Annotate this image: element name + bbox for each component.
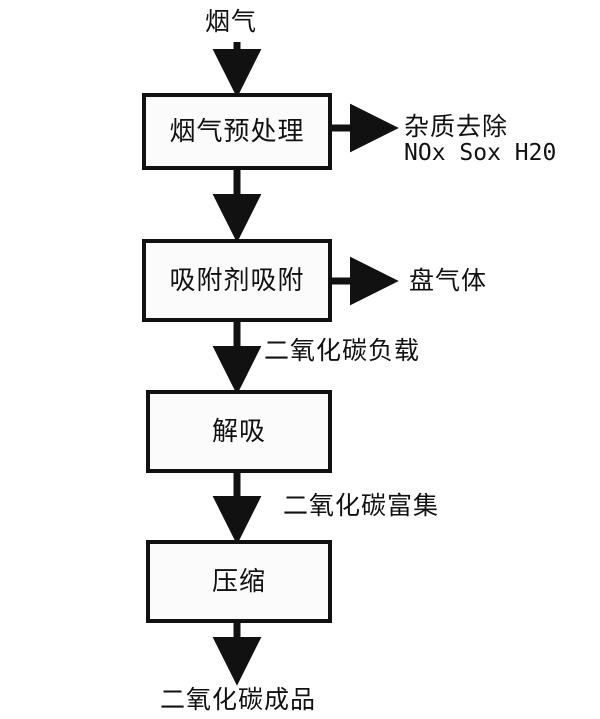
- node-adsorption-label: 吸附剂吸附: [169, 265, 305, 296]
- node-adsorption: 吸附剂吸附: [142, 239, 332, 322]
- edge-label-co2-enriched: 二氧化碳富集: [283, 491, 440, 520]
- edge-label-co2-loaded: 二氧化碳负载: [264, 336, 421, 365]
- node-compression: 压缩: [146, 540, 332, 623]
- node-compression-label: 压缩: [211, 566, 266, 597]
- side-output-impurities-line1: 杂质去除: [404, 112, 509, 141]
- node-pretreatment-label: 烟气预处理: [169, 116, 305, 147]
- outlet-label: 二氧化碳成品: [160, 685, 317, 714]
- inlet-label: 烟气: [205, 7, 258, 36]
- node-desorption-label: 解吸: [211, 416, 266, 447]
- side-output-impurities: 杂质去除 NOx Sox H20: [404, 113, 556, 167]
- node-pretreatment: 烟气预处理: [142, 93, 332, 170]
- node-desorption: 解吸: [146, 390, 332, 473]
- side-output-lean-gas: 盘气体: [409, 266, 488, 295]
- side-output-impurities-line2: NOx Sox H20: [404, 140, 557, 166]
